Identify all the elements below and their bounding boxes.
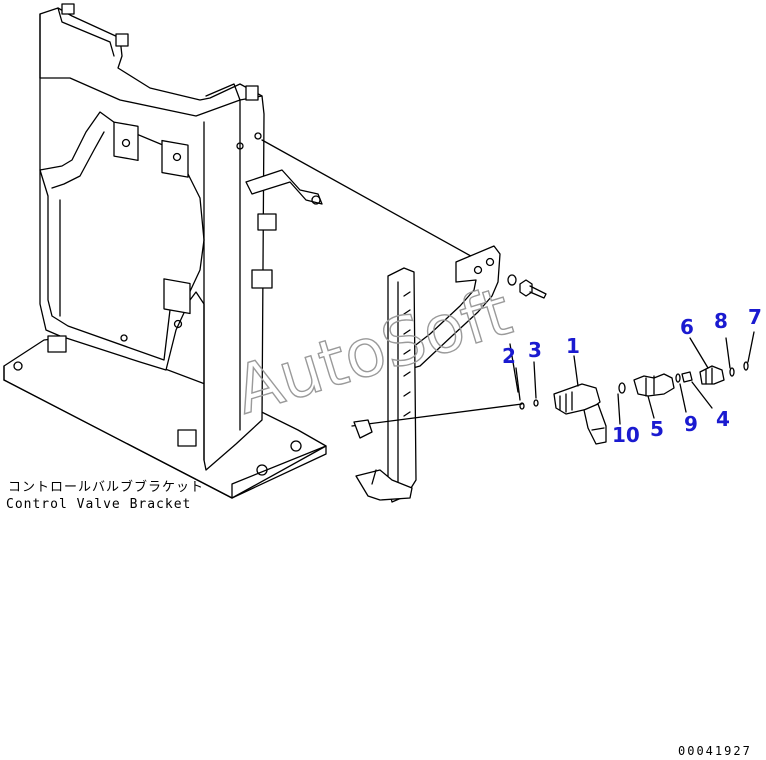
boss-upper-right [161, 139, 189, 178]
bolt-and-washer [507, 274, 547, 299]
callout-leaders [515, 331, 755, 425]
valve-mounting-bracket-drawing [351, 245, 523, 503]
part-7-oring [743, 361, 749, 371]
callout-2[interactable]: 2 [502, 344, 516, 368]
callout-7[interactable]: 7 [748, 305, 762, 329]
figure-code: 00041927 [678, 744, 752, 758]
part-4-fitting [681, 371, 693, 383]
callout-5[interactable]: 5 [650, 417, 664, 441]
callout-1[interactable]: 1 [566, 334, 580, 358]
callout-8[interactable]: 8 [714, 309, 728, 333]
part-6-nipple [699, 365, 725, 385]
callout-10[interactable]: 10 [612, 423, 640, 447]
part-5-adapter [633, 373, 675, 397]
back-plate [39, 7, 265, 471]
caption-japanese: コントロールバルブブラケット [8, 479, 204, 495]
callout-6[interactable]: 6 [680, 315, 694, 339]
angle-clip [245, 169, 323, 205]
part-8-oring [729, 367, 735, 377]
callout-4[interactable]: 4 [716, 407, 730, 431]
block-2 [251, 269, 273, 289]
boss-lower [163, 278, 191, 315]
assembly-leader-line [261, 139, 479, 261]
callout-9[interactable]: 9 [684, 412, 698, 436]
block-3 [47, 335, 67, 353]
boss-upper-left [113, 121, 139, 161]
callout-3[interactable]: 3 [528, 338, 542, 362]
control-valve-bracket-drawing [3, 3, 327, 499]
part-1-control-valve [553, 383, 607, 445]
part-10-oring [618, 382, 626, 394]
parts-2-3-orings [509, 343, 539, 410]
watermark-text: AutoSoft [226, 273, 520, 430]
block-1 [257, 213, 277, 231]
part-9-oring [675, 373, 681, 383]
block-4 [177, 429, 197, 447]
caption-english: Control Valve Bracket [6, 497, 191, 512]
